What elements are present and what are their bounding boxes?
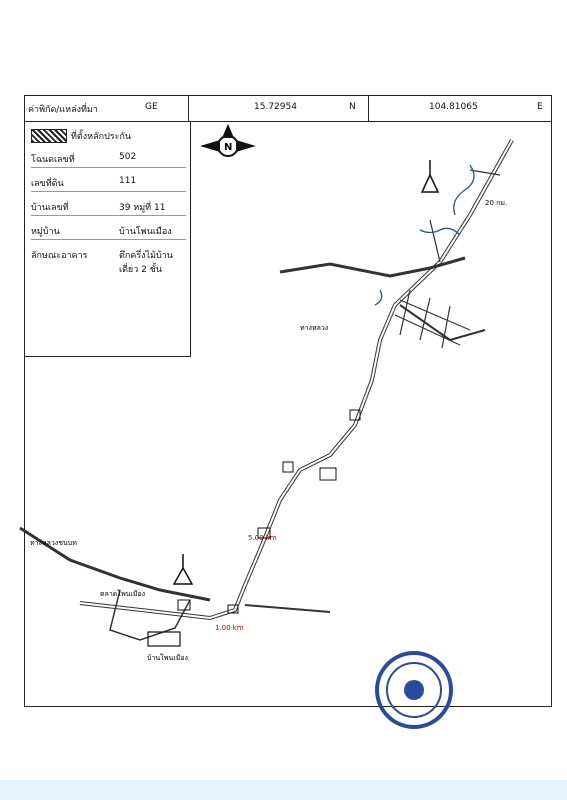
info-row-deed: โฉนดเลขที่ 502 [31, 149, 186, 168]
road-secondary [109, 589, 191, 641]
latitude-hemisphere: N [349, 102, 356, 112]
info-row-land-number: เลขที่ดิน 111 [31, 173, 186, 192]
location-label: ค่าพิกัด/แหล่งที่มา [28, 105, 98, 115]
distance-label-1: 1.00 km [215, 624, 244, 632]
temple-icon [420, 160, 440, 193]
latitude-cell: 15.72954 N [189, 96, 369, 121]
collateral-hatch-swatch [31, 129, 67, 143]
info-label: เลขที่ดิน [31, 179, 64, 189]
info-value: บ้านโพนเมือง [119, 227, 172, 237]
road-branch-top [279, 256, 466, 278]
grid-zone: GE [145, 102, 158, 112]
road-branch-east [399, 304, 486, 342]
info-label: หมู่บ้าน [31, 227, 60, 237]
road-label-top: ทางหลวง [300, 324, 328, 332]
info-value: 111 [119, 176, 137, 186]
longitude-hemisphere: E [537, 102, 543, 112]
info-label: บ้านเลขที่ [31, 203, 69, 213]
info-label: ลักษณะอาคาร [31, 251, 88, 261]
main-road [79, 139, 514, 621]
info-value: ตึกครึ่งไม้บ้านเดี่ยว 2 ชั้น [119, 251, 173, 275]
town-grid [394, 169, 501, 349]
collateral-location-marker [147, 631, 181, 647]
road-branch-right [244, 604, 331, 613]
temple-icon-2 [172, 554, 194, 585]
compass-north-letter: N [224, 142, 232, 153]
village-label: บ้านโพนเมือง [147, 653, 188, 662]
info-value: 39 หมู่ที่ 11 [119, 203, 166, 213]
info-row-village: หมู่บ้าน บ้านโพนเมือง [31, 221, 186, 240]
building-markers [177, 409, 361, 614]
road-branch-left [19, 526, 211, 602]
official-stamp-icon [375, 651, 453, 729]
info-row-building-type: ลักษณะอาคาร ตึกครึ่งไม้บ้านเดี่ยว 2 ชั้น [31, 245, 186, 275]
info-label: โฉนดเลขที่ [31, 155, 75, 165]
coordinate-header: ค่าพิกัด/แหล่งที่มา GE 15.72954 N 104.81… [25, 96, 551, 122]
km-marker-label: 20 กม. [485, 199, 507, 207]
location-cell: ค่าพิกัด/แหล่งที่มา GE [25, 96, 189, 121]
latitude-value: 15.72954 [254, 102, 297, 112]
longitude-value: 104.81065 [429, 102, 478, 112]
map-document-frame: ค่าพิกัด/แหล่งที่มา GE 15.72954 N 104.81… [24, 95, 552, 707]
compass-icon: N [200, 124, 256, 157]
river [374, 164, 475, 306]
bottom-color-strip [0, 780, 567, 800]
info-row-house-number: บ้านเลขที่ 39 หมู่ที่ 11 [31, 197, 186, 216]
longitude-cell: 104.81065 E [369, 96, 551, 121]
road-label-left: ทางหลวงชนบท [30, 539, 77, 547]
info-value: 502 [119, 152, 137, 162]
market-label: ตลาดโพนเมือง [100, 589, 145, 598]
property-info-box: ที่ตั้งหลักประกัน โฉนดเลขที่ 502 เลขที่ด… [25, 121, 191, 357]
legend-label: ที่ตั้งหลักประกัน [71, 132, 132, 142]
